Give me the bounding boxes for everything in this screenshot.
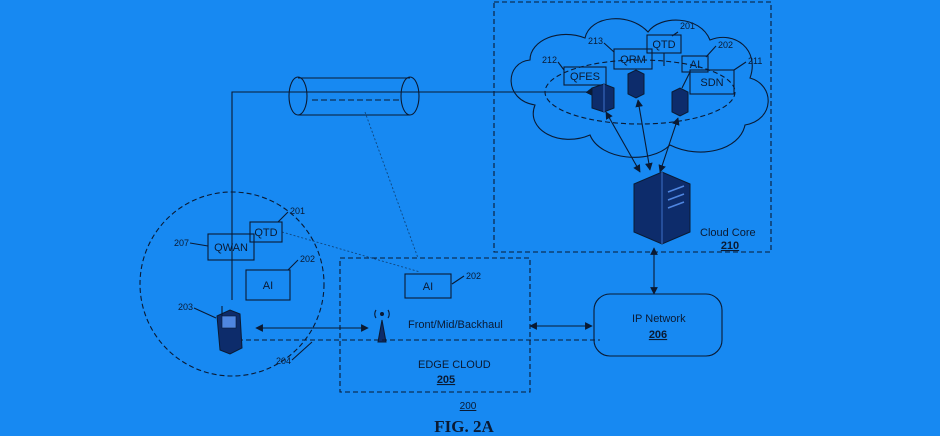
device-qtd-label: QTD [254, 227, 277, 239]
qrm-ref: 213 [588, 36, 603, 46]
core-qtd-label: QTD [652, 39, 675, 51]
ip-network-box [594, 294, 722, 356]
sdn-ref: 211 [748, 56, 762, 66]
device-to-core-link [232, 88, 592, 300]
tunnel-pipe [289, 77, 419, 115]
figure-caption: FIG. 2A [434, 417, 494, 436]
cloud-core-ref: 210 [721, 240, 739, 252]
edge-ai-ref: 202 [466, 271, 481, 281]
core-qtd-ref: 201 [680, 21, 695, 31]
device-ref: 203 [178, 302, 193, 312]
mobile-phone-icon [217, 306, 242, 354]
edge-cloud-label: EDGE CLOUD [418, 359, 491, 371]
system-ref: 200 [460, 401, 477, 412]
core-ai-ref-leader [706, 46, 716, 57]
qrm-label: QRM [620, 54, 646, 66]
link-ref: 204 [276, 356, 291, 366]
sdn-server-icon [672, 88, 688, 116]
cloud-core-server-icon [634, 172, 690, 244]
qtd-to-edge-ai-dotted [282, 232, 420, 272]
core-to-qfes-arrow [606, 112, 640, 172]
core-to-sdn-arrow [660, 118, 678, 172]
ip-network-ref: 206 [649, 329, 667, 341]
qwan-label: QWAN [214, 242, 248, 254]
qfes-label: QFES [570, 71, 600, 83]
qfes-server-icon [592, 84, 614, 112]
sdn-ref-leader [734, 62, 746, 70]
edge-ai-ref-leader [452, 276, 464, 284]
transport-label: Front/Mid/Backhaul [408, 319, 503, 331]
device-ref-leader [194, 308, 216, 318]
sdn-label: SDN [700, 77, 723, 89]
core-ai-ref: 202 [718, 40, 733, 50]
ip-network-label: IP Network [632, 313, 686, 325]
antenna-icon [375, 310, 390, 342]
qfes-ref: 212 [542, 55, 557, 65]
device-qtd-ref-leader [278, 212, 288, 222]
device-ai-label: AI [263, 280, 273, 292]
qrm-ref-leader [604, 43, 614, 52]
device-qtd-ref: 201 [290, 206, 305, 216]
core-to-qrm-arrow [638, 100, 650, 170]
device-ai-ref: 202 [300, 254, 315, 264]
cloud-core-label: Cloud Core [700, 227, 756, 239]
device-ai-ref-leader [288, 260, 298, 270]
qtd-to-server-link [664, 53, 690, 88]
qfes-ref-leader [558, 62, 564, 70]
qwan-ref-leader [190, 243, 208, 246]
qrm-server-icon [628, 70, 644, 98]
pipe-to-edge-dotted [365, 112, 418, 258]
edge-ai-label: AI [423, 281, 433, 293]
qwan-ref: 207 [174, 238, 189, 248]
edge-cloud-ref: 205 [437, 374, 455, 386]
core-ai-label: AI [690, 59, 700, 71]
